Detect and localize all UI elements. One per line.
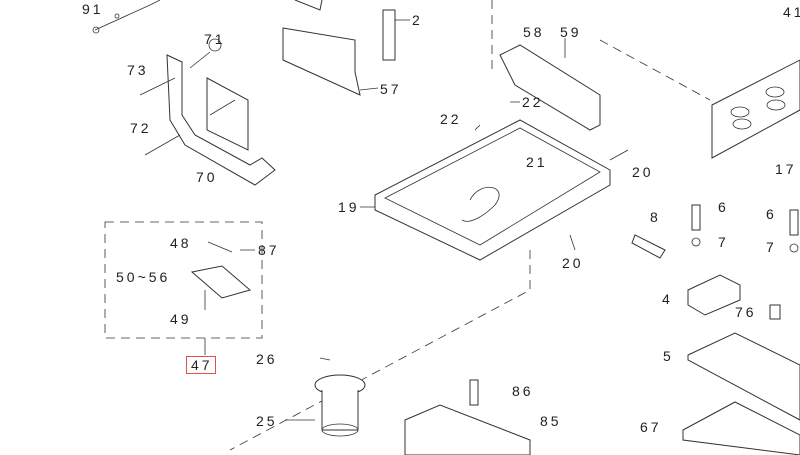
- bracket-70: [139, 38, 276, 186]
- part-label: 70: [196, 169, 218, 185]
- part-label: 6: [718, 199, 729, 215]
- part-label: 4: [662, 291, 673, 307]
- part-label: 25: [256, 413, 278, 429]
- guide-line: [599, 39, 711, 101]
- part-label: 19: [338, 199, 360, 215]
- part-label: 6: [766, 206, 777, 222]
- part-label: 20: [562, 255, 584, 271]
- part-label: 67: [640, 419, 662, 435]
- part-label: 22: [522, 94, 544, 110]
- part-label: 72: [130, 120, 152, 136]
- part-label: 8: [650, 209, 661, 225]
- pin-8: [631, 234, 666, 259]
- part-label: 41: [783, 4, 800, 20]
- part-label: 21: [526, 154, 548, 170]
- part-label: 85: [540, 413, 562, 429]
- screw-6: [691, 204, 701, 231]
- bracket-17: [711, 59, 800, 159]
- part-label: 59: [560, 24, 582, 40]
- part-label: 17: [775, 161, 797, 177]
- part-label: 76: [735, 304, 757, 320]
- part-label: 20: [632, 164, 654, 180]
- part-label: 71: [204, 31, 226, 47]
- part-label: 22: [440, 111, 462, 127]
- subassembly-47-box: [104, 221, 263, 339]
- part-label: 26: [256, 351, 278, 367]
- part-label: 7: [718, 234, 729, 250]
- part-label-47-highlighted[interactable]: 47: [186, 356, 216, 374]
- part-label: 5: [663, 348, 674, 364]
- plate-57: [282, 0, 379, 96]
- part-label: 86: [512, 383, 534, 399]
- part-label: 50~56: [116, 269, 171, 285]
- block-4: [687, 274, 741, 316]
- base-25: [285, 357, 366, 437]
- part-label: 58: [523, 24, 545, 40]
- part-label: 87: [258, 242, 280, 258]
- part-label: 49: [170, 311, 192, 327]
- part-label: 2: [412, 12, 423, 28]
- subassembly-47: [190, 265, 252, 299]
- tray-19: [360, 119, 629, 261]
- part-label: 57: [380, 81, 402, 97]
- plate-85: [404, 404, 531, 455]
- part-label: 91: [82, 1, 104, 17]
- plate-5: [687, 332, 800, 421]
- bracket-58: [499, 44, 601, 131]
- part-label: 73: [127, 62, 149, 78]
- plate-67: [682, 401, 800, 455]
- stud-2: [382, 9, 410, 61]
- part-label: 7: [766, 239, 777, 255]
- part-label: 48: [170, 235, 192, 251]
- pin-86: [469, 379, 479, 406]
